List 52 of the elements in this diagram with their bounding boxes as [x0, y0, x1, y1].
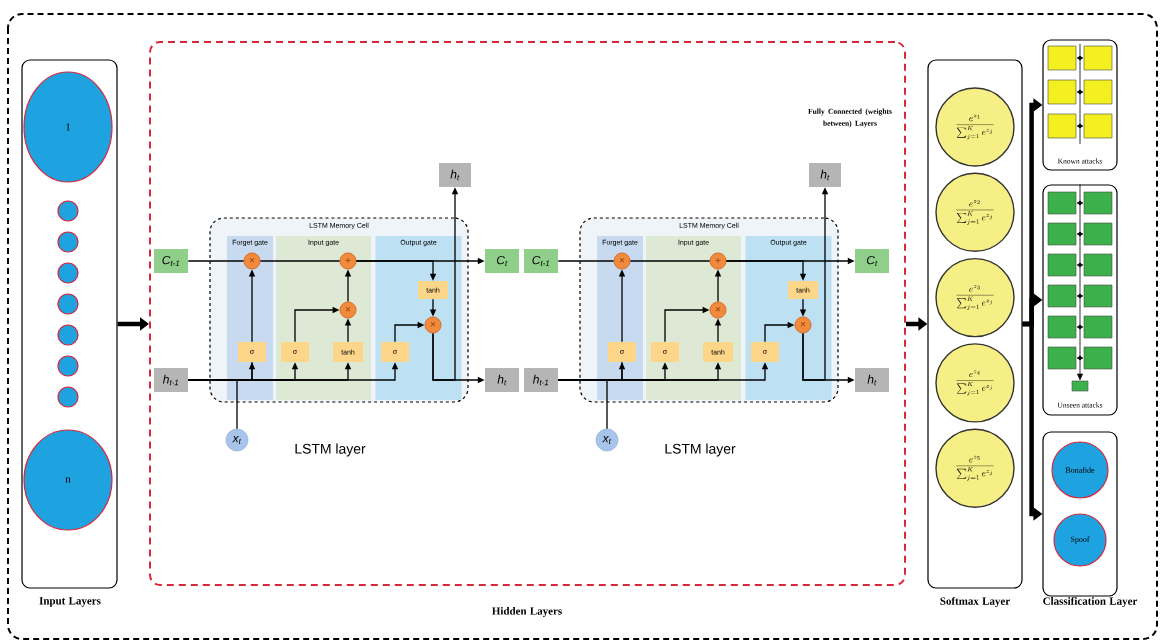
- arrow: [1077, 184, 1083, 381]
- arrow: [1076, 355, 1084, 361]
- attack-box: [1083, 315, 1113, 339]
- node-label: Input Layers: [39, 597, 101, 607]
- attack-box: [1047, 315, 1077, 339]
- cell-state-box: C$_{t-1}$: [524, 249, 558, 273]
- attack-box: [1083, 113, 1113, 139]
- neuron-circle: [57, 355, 79, 377]
- neuron-circle: [57, 386, 79, 408]
- attack-box: [1047, 253, 1077, 277]
- arrow: [1076, 55, 1084, 61]
- attack-box: [1047, 45, 1077, 71]
- hidden-state-box: h$_{t}$: [485, 368, 519, 392]
- arrow: [1076, 200, 1084, 206]
- layer-caption: LSTM layer: [295, 443, 366, 457]
- arrow: [1076, 231, 1084, 237]
- node-label: Softmax Layer: [940, 596, 1010, 608]
- node-label: Classification Layer: [1043, 596, 1138, 608]
- cell-state-box: C$_{t-1}$: [154, 249, 188, 273]
- arrow: [1076, 324, 1084, 330]
- arrow: [1076, 89, 1084, 95]
- attack-box: [1083, 45, 1113, 71]
- layer-caption: LSTM layer: [665, 443, 736, 457]
- hidden-state-box: h$_{t}$: [439, 163, 471, 187]
- attack-box: [1083, 191, 1113, 215]
- hidden-state-box: h$_{t}$: [855, 368, 889, 392]
- attack-box: [1083, 79, 1113, 105]
- neuron-circle: [57, 293, 79, 315]
- attack-box: [1047, 191, 1077, 215]
- attack-box: [1071, 380, 1089, 392]
- attack-box: [1083, 253, 1113, 277]
- attack-box: [1047, 113, 1077, 139]
- neuron-circle: [57, 200, 79, 222]
- attack-box: [1047, 284, 1077, 308]
- attack-box: [1083, 346, 1113, 370]
- arrow: [1076, 123, 1084, 129]
- attack-box: [1083, 222, 1113, 246]
- neuron-circle: [57, 231, 79, 253]
- arrow: [1076, 293, 1084, 299]
- cell-state-box: C$_{t}$: [855, 249, 889, 273]
- neuron-circle: [57, 262, 79, 284]
- attack-box: [1047, 222, 1077, 246]
- neuron-circle: [57, 324, 79, 346]
- arrow: [1076, 262, 1084, 268]
- hidden-state-box: h$_{t}$: [809, 163, 841, 187]
- attack-box: [1047, 346, 1077, 370]
- cell-state-box: C$_{t}$: [485, 249, 519, 273]
- attack-box: [1083, 284, 1113, 308]
- hidden-state-box: h$_{t-1}$: [154, 368, 188, 392]
- attack-box: [1047, 79, 1077, 105]
- hidden-state-box: h$_{t-1}$: [524, 368, 558, 392]
- node-label: Hidden Layers: [492, 607, 562, 617]
